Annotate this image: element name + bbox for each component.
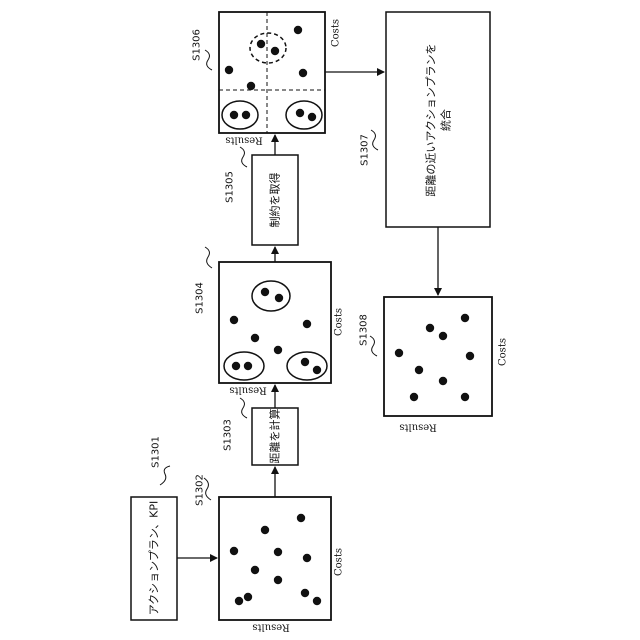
merge-label-line1: 距離の近いアクションプランを <box>424 43 438 196</box>
plot-s1308-x-axis-label: Costs <box>498 338 509 366</box>
step-label-s1308: S1308 <box>359 314 378 356</box>
merge-label-line2: 統合 <box>439 109 453 131</box>
step-label-s1306: S1306 <box>192 29 213 70</box>
step-label-s1305: S1305 <box>225 147 248 203</box>
plot-s1302-x-axis-label: Costs <box>334 548 345 576</box>
svg-text:S1306: S1306 <box>192 29 203 61</box>
svg-text:S1301: S1301 <box>151 436 162 468</box>
svg-text:S1305: S1305 <box>225 171 236 203</box>
plot-s1302-y-axis-label: Results <box>252 622 289 633</box>
merge-action-plans-box: 距離の近いアクションプランを 統合 <box>386 12 490 227</box>
svg-text:S1302: S1302 <box>195 474 206 506</box>
plot-s1308 <box>384 297 492 416</box>
plot-s1304-y-axis-label: Results <box>229 385 266 396</box>
plot-s1304 <box>219 262 331 383</box>
get-constraint-box: 制約を取得 <box>252 155 298 245</box>
get-constraint-label: 制約を取得 <box>268 173 282 228</box>
step-label-s1304: S1304 <box>195 247 213 314</box>
calc-distance-label: 距離を計算 <box>268 409 282 464</box>
step-label-s1307: S1307 <box>360 130 379 166</box>
kpi-input-label: アクションプラン、KPI <box>148 501 161 616</box>
kpi-input-box: アクションプラン、KPI <box>131 497 177 620</box>
plot-s1308-y-axis-label: Results <box>399 422 436 433</box>
calc-distance-box: 距離を計算 <box>252 408 298 465</box>
plot-s1306 <box>219 12 325 133</box>
svg-text:S1308: S1308 <box>359 314 370 346</box>
plot-s1306-x-axis-label: Costs <box>331 19 342 47</box>
plot-s1302 <box>219 497 331 620</box>
svg-text:S1304: S1304 <box>195 282 206 314</box>
svg-text:S1307: S1307 <box>360 134 371 166</box>
step-label-s1301: S1301 <box>151 436 171 485</box>
step-label-s1302: S1302 <box>195 474 212 506</box>
plot-s1306-y-axis-label: Results <box>225 135 262 146</box>
step-label-s1303: S1303 <box>223 398 248 451</box>
svg-text:S1303: S1303 <box>223 419 234 451</box>
plot-s1304-x-axis-label: Costs <box>334 308 345 336</box>
